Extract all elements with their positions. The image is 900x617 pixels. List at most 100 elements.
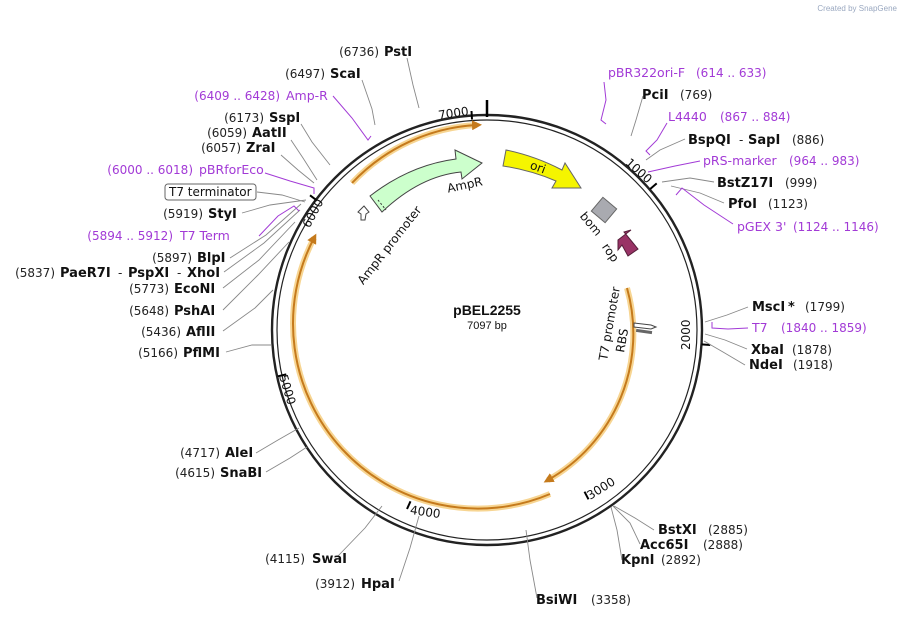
leader-pbrforeco — [264, 172, 315, 194]
tick-6000 — [309, 194, 318, 202]
enzyme-site-scai[interactable]: (6497) ScaI — [285, 67, 361, 82]
enzyme-site-pshai[interactable]: (5648) PshAI — [129, 304, 215, 319]
enzyme-site-psti[interactable]: (6736) PstI — [339, 45, 412, 60]
primer-site-l4440[interactable]: L4440 (867 .. 884) — [668, 109, 790, 124]
enzyme-site-swai[interactable]: (4115) SwaI — [265, 552, 347, 567]
primer-site-ampr[interactable]: (6409 .. 6428) Amp-R — [194, 88, 328, 103]
enzyme-site-pfoi[interactable]: PfoI (1123) — [728, 197, 808, 212]
leader-alei — [255, 427, 300, 454]
primer-site-pgex3[interactable]: pGEX 3' (1124 .. 1146) — [737, 219, 879, 234]
t7term-range: (5894 .. 5912) — [87, 229, 173, 243]
acc65i-name: Acc65I — [640, 538, 688, 553]
styi-position: (5919) — [163, 207, 203, 221]
acc65i-position: (2888) — [703, 538, 743, 552]
paer7i-position: (5837) — [15, 266, 55, 280]
tick-label-7000: 7000 — [437, 104, 469, 122]
enzyme-site-pcii[interactable]: PciI (769) — [642, 88, 712, 103]
primer-site-t7[interactable]: T7 (1840 .. 1859) — [751, 320, 867, 335]
enzyme-site-snabi[interactable]: (4615) SnaBI — [175, 466, 262, 481]
bspqi-sep: - — [739, 133, 743, 147]
styi-name: StyI — [208, 207, 237, 222]
primer-site-pbrforeco[interactable]: (6000 .. 6018) pBRforEco — [107, 162, 264, 177]
ampr-promoter-feature[interactable] — [357, 205, 370, 221]
t7-terminator-feature-label[interactable]: T7 terminator — [164, 183, 257, 201]
enzyme-site-bstz17i[interactable]: BstZ17I (999) — [717, 176, 817, 191]
ori-feature[interactable] — [502, 149, 582, 189]
bstxi-name: BstXI — [658, 523, 697, 538]
enzyme-site-ndei[interactable]: NdeI (1918) — [749, 358, 833, 373]
pcii-position: (769) — [680, 88, 712, 102]
enzyme-site-alei[interactable]: (4717) AleI — [180, 446, 253, 461]
rbs-feature[interactable] — [635, 328, 653, 335]
enzyme-site-bstxi[interactable]: BstXI (2885) — [658, 523, 748, 538]
enzyme-site-pflmi[interactable]: (5166) PflMI — [138, 346, 220, 361]
aflii-position: (5436) — [141, 325, 181, 339]
msci-position: (1799) — [805, 300, 845, 314]
leader-aatii — [290, 139, 318, 181]
blpi-position: (5897) — [152, 251, 192, 265]
xhoi-name: XhoI — [187, 266, 220, 281]
enzyme-site-hpai[interactable]: (3912) HpaI — [315, 577, 395, 592]
aatii-name: AatII — [252, 126, 287, 141]
scai-name: ScaI — [330, 67, 361, 82]
leader-paer7i — [223, 209, 301, 273]
ndei-position: (1918) — [793, 358, 833, 372]
leader-pgex3 — [675, 187, 734, 225]
ampr-feature[interactable] — [369, 149, 483, 213]
msci-name: MscI — [752, 300, 785, 315]
enzyme-site-aflii[interactable]: (5436) AflII — [141, 325, 215, 340]
bstz17i-position: (999) — [785, 176, 817, 190]
tick-1000 — [649, 182, 658, 190]
enzyme-site-xbai[interactable]: XbaI (1878) — [751, 343, 832, 358]
pspxi-name: PspXI — [128, 266, 169, 281]
leader-pfoi — [670, 185, 725, 204]
leader-bspqi — [645, 138, 686, 161]
snabi-position: (4615) — [175, 466, 215, 480]
psti-name: PstI — [384, 45, 412, 60]
enzyme-site-paer7i[interactable]: (5837) PaeR7I - PspXI - XhoI — [15, 266, 220, 281]
enzyme-site-styi[interactable]: (5919) StyI — [163, 207, 237, 222]
primer-site-t7term[interactable]: (5894 .. 5912) T7 Term — [87, 228, 230, 243]
leader-xbai — [704, 333, 748, 350]
rop-feature[interactable] — [617, 229, 639, 257]
aflii-name: AflII — [186, 325, 215, 340]
bstz17i-name: BstZ17I — [717, 176, 773, 191]
enzyme-site-sspi[interactable]: (6173) SspI — [224, 111, 300, 126]
orf-arc-top — [351, 120, 482, 184]
enzyme-site-bspqi[interactable]: BspQI - SapI (886) — [688, 133, 824, 148]
enzyme-site-blpi[interactable]: (5897) BlpI — [152, 251, 225, 266]
leader-ndei — [703, 340, 746, 366]
primer-site-prs[interactable]: pRS-marker (964 .. 983) — [703, 153, 859, 168]
leader-bstxi — [613, 505, 655, 531]
leader-ampr-primer — [332, 95, 372, 141]
snapgene-watermark: Created by SnapGene — [817, 4, 897, 13]
enzyme-site-msci[interactable]: MscI * (1799) — [752, 300, 845, 315]
bom-feature[interactable] — [590, 196, 618, 224]
enzyme-site-aatii[interactable]: (6059) AatII — [207, 126, 287, 141]
leader-pflmi — [225, 344, 271, 353]
t7-terminator-box — [164, 183, 257, 201]
bstxi-position: (2885) — [708, 523, 748, 537]
pcii-name: PciI — [642, 88, 669, 103]
t7-primer-name: T7 — [751, 320, 768, 335]
enzyme-site-econi[interactable]: (5773) EcoNI — [129, 282, 215, 297]
leader-psti — [406, 57, 420, 109]
tick-label-2000: 2000 — [679, 319, 693, 350]
enzyme-site-zrai[interactable]: (6057) ZraI — [201, 141, 275, 156]
l4440-range: (867 .. 884) — [720, 110, 790, 124]
t7-promoter-feature[interactable] — [633, 322, 658, 330]
tick-label-1000: 1000 — [623, 155, 655, 186]
enzyme-site-kpni[interactable]: KpnI (2892) — [621, 553, 701, 568]
leader-acc65i — [612, 505, 641, 545]
zrai-name: ZraI — [246, 141, 275, 156]
alei-position: (4717) — [180, 446, 220, 460]
leader-prs — [647, 160, 701, 173]
enzyme-site-acc65i[interactable]: Acc65I (2888) — [640, 538, 743, 553]
plasmid-name: pBEL2255 — [453, 302, 521, 318]
enzyme-site-bsiwi[interactable]: BsiWI (3358) — [536, 593, 631, 608]
pshai-name: PshAI — [174, 304, 215, 319]
bsiwi-position: (3358) — [591, 593, 631, 607]
primer-site-pbr322ori[interactable]: pBR322ori-F (614 .. 633) — [608, 65, 766, 80]
leader-msci — [704, 306, 749, 323]
blpi-name: BlpI — [197, 251, 226, 266]
